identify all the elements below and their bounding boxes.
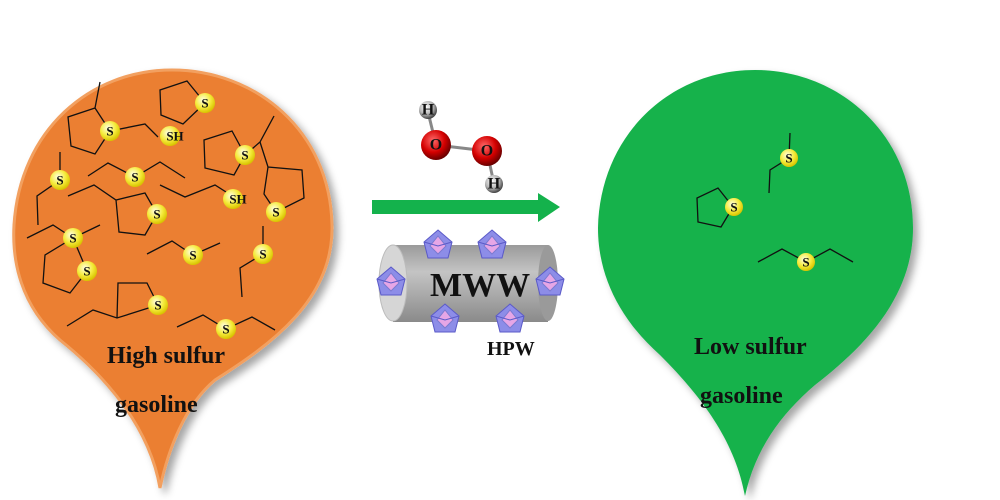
sulfur-atom: S — [797, 253, 815, 271]
low-sulfur-drop — [598, 70, 913, 496]
svg-text:O: O — [481, 143, 493, 160]
svg-text:SH: SH — [229, 192, 246, 207]
sulfur-atoms: S S SH S S S S SH S S S S S S S — [50, 93, 286, 339]
sulfur-atom: S — [50, 170, 70, 190]
sulfur-atom: S — [63, 228, 83, 248]
svg-text:SH: SH — [166, 129, 183, 144]
svg-text:S: S — [259, 247, 266, 262]
svg-text:S: S — [154, 298, 161, 313]
mww-label: MWW — [430, 267, 530, 304]
svg-text:S: S — [106, 124, 113, 139]
low-sulfur-label-line1: Low sulfur — [694, 334, 807, 360]
sulfur-atom: S — [125, 167, 145, 187]
sulfur-atom: S — [77, 261, 97, 281]
svg-text:O: O — [430, 137, 442, 154]
svg-text:S: S — [730, 200, 737, 215]
svg-text:S: S — [222, 322, 229, 337]
sulfur-atom: S — [148, 295, 168, 315]
svg-text:S: S — [83, 264, 90, 279]
sulfur-atom: S — [253, 244, 273, 264]
mww-hpw-catalyst: MWW HPW — [376, 229, 565, 360]
sulfur-atom: S — [195, 93, 215, 113]
sulfur-atom: S — [780, 149, 798, 167]
svg-text:S: S — [785, 151, 792, 166]
thiol-group: SH — [223, 189, 247, 209]
svg-text:S: S — [153, 207, 160, 222]
hpw-label: HPW — [487, 338, 535, 360]
svg-text:S: S — [69, 231, 76, 246]
sulfur-atom: S — [183, 245, 203, 265]
low-sulfur-label-line2: gasoline — [700, 383, 783, 409]
high-sulfur-drop — [12, 68, 334, 489]
sulfur-atom: S — [147, 204, 167, 224]
svg-text:S: S — [56, 173, 63, 188]
thiol-group: SH — [160, 126, 184, 146]
svg-text:S: S — [272, 205, 279, 220]
remaining-sulfur-molecules: S S S — [696, 132, 854, 271]
hydrogen-peroxide-molecule: H O O H — [419, 101, 503, 193]
svg-text:H: H — [422, 102, 435, 119]
sulfur-atom: S — [216, 319, 236, 339]
svg-text:S: S — [201, 96, 208, 111]
svg-text:S: S — [131, 170, 138, 185]
reaction-arrow — [372, 193, 560, 222]
svg-text:H: H — [488, 176, 501, 193]
high-sulfur-label-line1: High sulfur — [107, 343, 225, 369]
sulfur-atom: S — [100, 121, 120, 141]
svg-text:S: S — [802, 255, 809, 270]
svg-text:S: S — [189, 248, 196, 263]
sulfur-atom: S — [235, 145, 255, 165]
svg-text:S: S — [241, 148, 248, 163]
sulfur-atom: S — [266, 202, 286, 222]
sulfur-atom: S — [725, 198, 743, 216]
high-sulfur-label-line2: gasoline — [115, 392, 198, 418]
